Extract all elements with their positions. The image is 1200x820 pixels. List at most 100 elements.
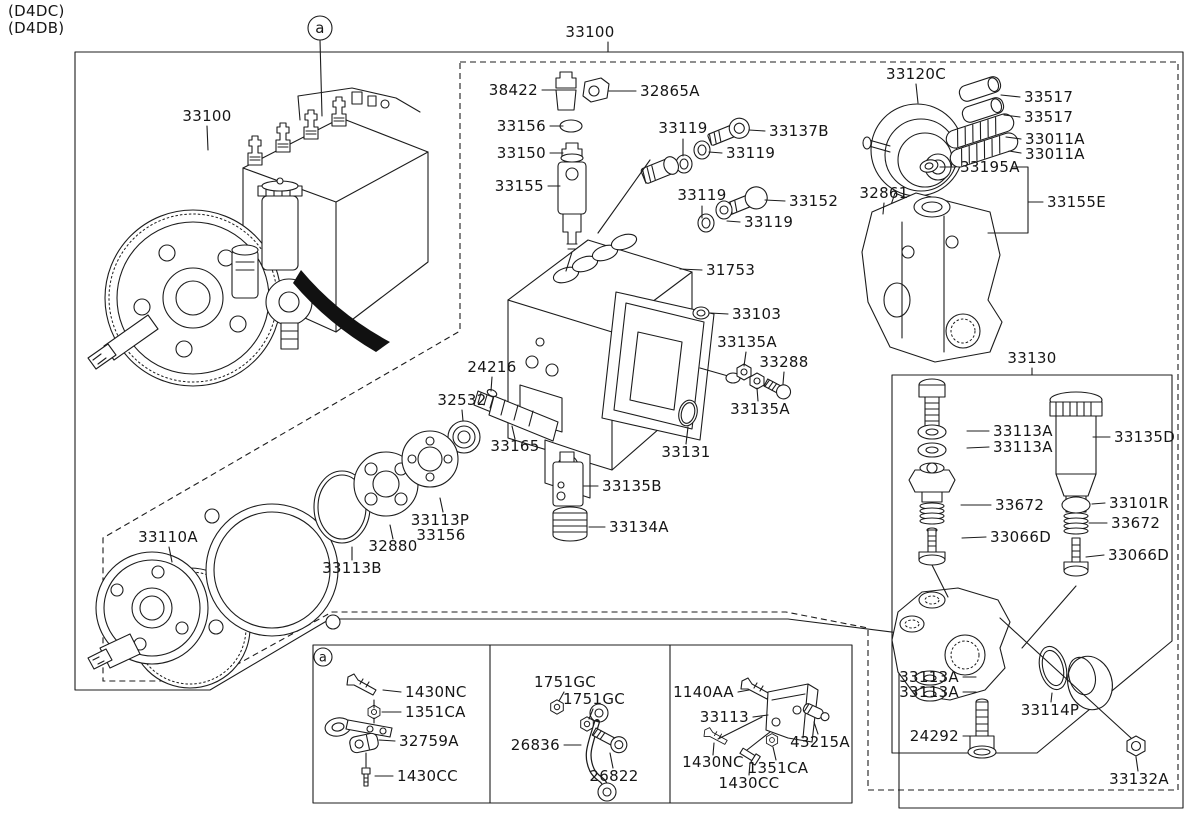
part-number-label-33113A-r1: 33113A	[993, 422, 1053, 440]
banjo-eye-bottom	[597, 782, 617, 802]
part-number-label-33672-l: 33672	[995, 496, 1044, 514]
leader-line-33011A-1	[1005, 136, 1022, 140]
leader-line-32861	[882, 202, 885, 215]
part-number-label-32532: 32532	[437, 391, 486, 409]
part-number-label-1430NC-b: 1430NC	[682, 753, 744, 771]
part-number-label-24216: 24216	[467, 358, 516, 376]
nut-33132A-drawing	[1126, 735, 1146, 757]
part-number-label-33113B: 33113B	[322, 559, 382, 577]
part-number-label-32861: 32861	[859, 184, 908, 202]
exploded-region-dashed-border	[102, 61, 1179, 791]
leader-line-33137B	[748, 129, 766, 132]
view-marker-leader-a	[319, 39, 323, 117]
leader-line-43215A	[813, 721, 819, 735]
leader-line-33119-d	[726, 220, 741, 223]
washer-33103-drawing	[692, 306, 710, 320]
leader-line-1430NC-b	[712, 742, 715, 756]
part-number-label-33155E: 33155E	[1047, 193, 1106, 211]
leader-line-33110A	[168, 546, 173, 563]
part-number-label-33110A: 33110A	[138, 528, 198, 546]
part-number-label-1430NC-a: 1430NC	[405, 683, 467, 701]
part-number-label-32880: 32880	[368, 537, 417, 555]
outer-solid-frame	[74, 51, 1184, 809]
bolt-33288-drawing	[763, 378, 792, 400]
part-number-label-33113-bracket: 33113	[700, 708, 749, 726]
connector-line-0	[987, 166, 1029, 234]
nut-33135A-lower-drawing	[749, 372, 765, 390]
leader-line-26822	[609, 752, 614, 769]
subassembly-33130-parts-drawing	[891, 378, 1146, 759]
part-number-label-33103: 33103	[732, 305, 781, 323]
view-marker-letter-a: a	[315, 19, 325, 37]
part-number-label-33113A-b2: 33113A	[899, 683, 959, 701]
leader-line-33152	[764, 199, 786, 202]
leader-line-33113P	[439, 497, 444, 513]
plug-cap-drawing	[1067, 655, 1113, 711]
screw-1140AA-drawing	[740, 677, 771, 700]
part-number-label-1751GC-2: 1751GC	[563, 690, 625, 708]
part-number-label-33134A: 33134A	[609, 518, 669, 536]
leader-line-33131	[685, 426, 689, 445]
engine-variant-bottom: (D4DB)	[8, 19, 64, 37]
detail-box-lever-parts	[324, 673, 393, 787]
part-number-label-33119-a: 33119	[658, 119, 707, 137]
part-number-label-24292: 24292	[910, 727, 959, 745]
oring-33101R-drawing	[1061, 496, 1091, 514]
connector-line-1	[931, 564, 949, 598]
woodruff-key-24216-drawing	[486, 389, 498, 397]
screw-1430NC-a-drawing	[346, 673, 377, 696]
leader-line-33113A-r2	[966, 446, 990, 449]
part-number-label-33119-c: 33119	[677, 186, 726, 204]
engine-variant-top: (D4DC)	[8, 2, 65, 20]
part-number-label-26836: 26836	[511, 736, 560, 754]
part-number-label-33011A-1: 33011A	[1025, 130, 1085, 148]
part-number-label-32759A: 32759A	[399, 732, 459, 750]
leader-line-32759A	[378, 739, 396, 742]
part-number-label-33120C: 33120C	[886, 65, 946, 83]
screw-1430CC-a-drawing	[361, 767, 371, 775]
leader-line-33288	[782, 371, 785, 385]
roller-33517-1-drawing	[958, 76, 1002, 102]
part-number-label-33113P: 33113P	[411, 511, 470, 529]
part-number-label-33195A: 33195A	[960, 158, 1020, 176]
part-number-label-33517-2: 33517	[1024, 108, 1073, 126]
part-number-label-33152: 33152	[789, 192, 838, 210]
leader-line-33135A-2	[756, 387, 759, 402]
part-number-label-33130: 33130	[1007, 349, 1056, 367]
leader-line-1140AA	[737, 689, 750, 693]
leader-line-33101R	[1091, 502, 1106, 505]
part-number-label-33100-top: 33100	[565, 23, 614, 41]
pin-43215A-drawing	[802, 703, 830, 722]
leader-line-33135A-1	[743, 351, 747, 367]
part-number-label-33119-d: 33119	[744, 213, 793, 231]
injector-parts-drawing	[555, 71, 610, 250]
connector-line-4	[565, 251, 573, 272]
nut-1351CA-b-drawing	[765, 733, 779, 747]
leader-line-33066D-r	[1085, 554, 1105, 558]
part-number-label-33113A-b1: 33113A	[899, 668, 959, 686]
circled-markers-layer: aa	[307, 15, 333, 667]
leader-line-1351CA-b	[772, 746, 777, 761]
leader-line-33132A	[1135, 756, 1139, 772]
leader-line-33103	[709, 312, 729, 315]
flange-33113P-drawing	[401, 430, 459, 488]
leader-line-24216	[490, 376, 493, 392]
part-number-label-33135A-1: 33135A	[717, 333, 777, 351]
part-number-label-33135B: 33135B	[602, 477, 662, 495]
part-number-label-33135D: 33135D	[1114, 428, 1175, 446]
leader-line-1751GC-1	[558, 691, 565, 702]
pump-filter-body	[261, 195, 299, 271]
connector-line-3	[999, 617, 1132, 739]
leader-line-33120C	[915, 83, 919, 104]
leader-line-33517-1	[1000, 94, 1021, 98]
part-number-label-33114P: 33114P	[1021, 701, 1080, 719]
part-number-label-1430CC-b: 1430CC	[719, 774, 780, 792]
part-number-label-33131: 33131	[661, 443, 710, 461]
connector-lines-layer	[365, 159, 1132, 768]
part-number-label-33155: 33155	[495, 177, 544, 195]
leader-line-33011A-2	[1008, 150, 1022, 154]
view-marker-circle-a	[313, 647, 333, 667]
part-number-label-43215A: 43215A	[790, 733, 850, 751]
